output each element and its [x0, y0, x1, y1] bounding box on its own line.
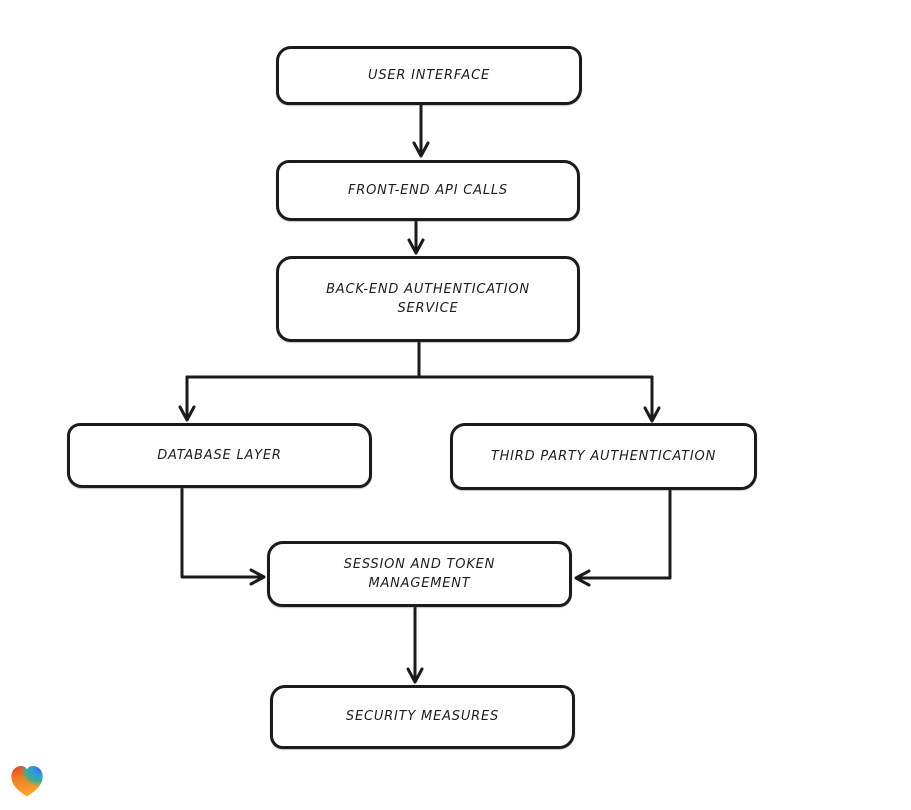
- arrowhead-down-icon: [643, 406, 661, 423]
- node-label: FRONT-END API CALLS: [348, 182, 508, 198]
- node-label: SECURITY MEASURES: [345, 709, 500, 725]
- arrowhead-down-icon: [407, 238, 425, 255]
- heart-logo-badge[interactable]: [8, 762, 46, 799]
- node-label: DATABASE LAYER: [157, 447, 282, 463]
- node-label: THIRD PARTY AUTHENTICATION: [490, 448, 717, 464]
- heart-icon: [11, 766, 43, 797]
- node-label: USER INTERFACE: [368, 67, 490, 83]
- arrowhead-left-icon: [574, 569, 591, 587]
- arrow-third-party-to-session: [577, 489, 672, 580]
- node-database-layer: DATABASE LAYER: [67, 423, 372, 488]
- arrow-database-to-session: [180, 487, 263, 579]
- node-label: BACK-END AUTHENTICATION SERVICE: [326, 281, 530, 317]
- arrowhead-down-icon: [412, 141, 430, 158]
- node-session-and-token-management: SESSION AND TOKEN MANAGEMENT: [267, 541, 572, 607]
- node-front-end-api-calls: FRONT-END API CALLS: [276, 160, 580, 221]
- node-user-interface: USER INTERFACE: [276, 46, 582, 105]
- arrowhead-right-icon: [249, 568, 266, 586]
- node-back-end-authentication-service: BACK-END AUTHENTICATION SERVICE: [276, 256, 580, 342]
- arrowhead-down-icon: [406, 667, 424, 684]
- node-third-party-authentication: THIRD PARTY AUTHENTICATION: [450, 423, 757, 490]
- arrowhead-down-icon: [178, 405, 196, 422]
- node-label: SESSION AND TOKEN MANAGEMENT: [343, 556, 496, 592]
- node-security-measures: SECURITY MEASURES: [270, 685, 575, 749]
